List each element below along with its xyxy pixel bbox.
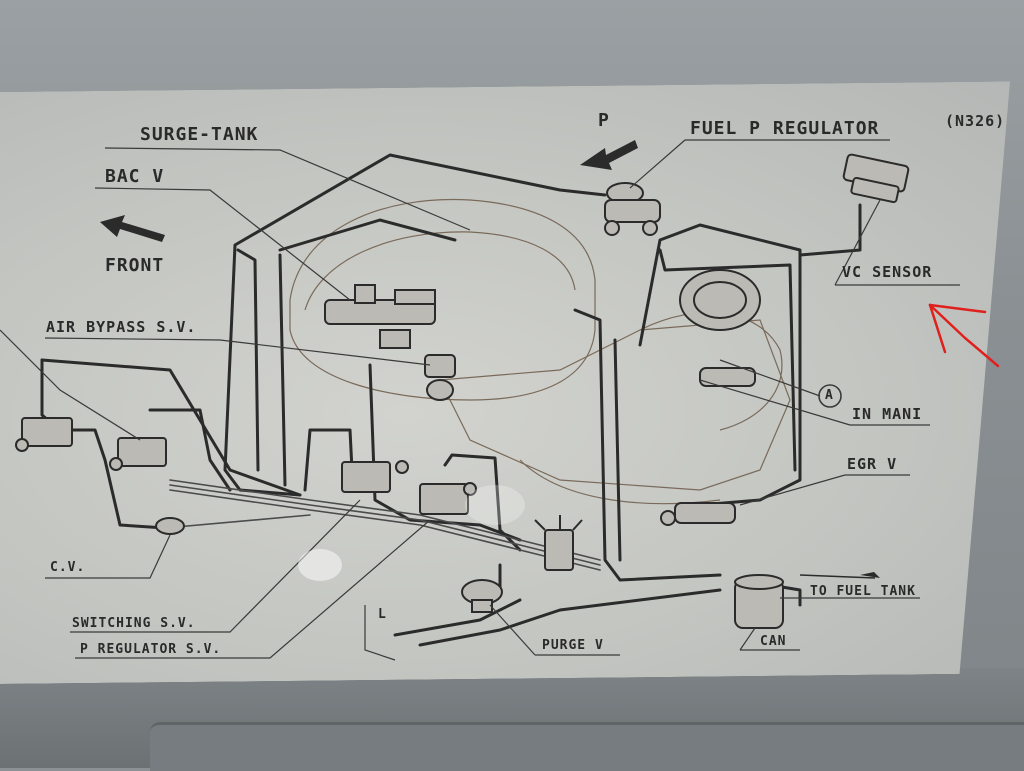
engine-outline — [289, 198, 791, 505]
vacuum-hoses — [40, 153, 862, 647]
diagram-code: (N326) — [945, 112, 1006, 130]
leader-lines — [0, 139, 960, 661]
canister-component — [734, 574, 784, 629]
front-label: FRONT — [105, 255, 165, 276]
purge-v-label: PURGE V — [542, 638, 604, 653]
egr-valve-component — [660, 502, 736, 526]
fuel-tank-arrow-icon — [860, 572, 880, 578]
switching-sv-label: SWITCHING S.V. — [72, 616, 196, 631]
can-label: CAN — [760, 634, 787, 649]
fuel-p-regulator-label: FUEL P REGULATOR — [690, 118, 880, 139]
egr-v-label: EGR V — [847, 455, 898, 473]
cv-label: C.V. — [50, 560, 86, 575]
red-annotation-arrow-icon — [928, 303, 1000, 368]
pressure-arrow-icon — [580, 140, 638, 170]
bac-valve-component — [324, 284, 436, 349]
l-marker-label: L — [378, 607, 387, 622]
fuel-pressure-regulator-component — [604, 182, 661, 236]
p-regulator-solenoid-valve — [419, 482, 477, 515]
solenoid-valve-left — [15, 417, 73, 452]
vc-sensor-component — [842, 153, 910, 204]
check-valve-component — [155, 517, 185, 535]
surge-tank-label: SURGE-TANK — [140, 124, 259, 145]
throttle-body-component — [679, 269, 761, 387]
switching-solenoid-valve — [341, 460, 409, 493]
air-bypass-valve-component — [424, 354, 456, 401]
fuel-tank-arrow-line — [799, 574, 876, 579]
in-mani-label: IN MANI — [852, 405, 923, 423]
hose-bundle — [164, 479, 601, 571]
solenoid-valve-mid — [109, 437, 167, 471]
purge-valve-component — [461, 579, 503, 613]
front-arrow-icon — [100, 215, 165, 242]
metal-rail — [150, 722, 1024, 771]
pressure-p-label: P — [598, 110, 610, 131]
glare-spots — [298, 485, 525, 581]
vc-sensor-label: VC SENSOR — [842, 263, 933, 281]
direction-arrows — [100, 140, 880, 578]
bac-v-label: BAC V — [105, 166, 165, 187]
components — [15, 153, 910, 629]
air-bypass-sv-label: AIR BYPASS S.V. — [46, 318, 197, 336]
p-regulator-sv-label: P REGULATOR S.V. — [80, 642, 222, 657]
to-fuel-tank-label: TO FUEL TANK — [810, 584, 916, 599]
distributor-component — [534, 515, 583, 571]
circle-a-label: A — [825, 388, 834, 403]
